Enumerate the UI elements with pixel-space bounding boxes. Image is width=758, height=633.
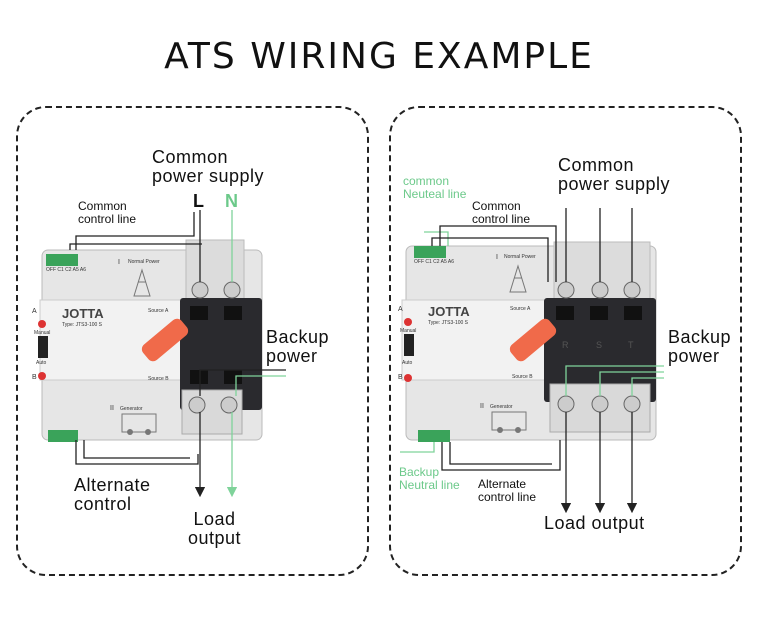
- left-manual: Manual: [34, 330, 51, 336]
- left-n-label: N: [225, 191, 239, 211]
- right-mark-i: I: [496, 254, 498, 261]
- right-common-control-line1: Common: [472, 199, 521, 213]
- right-backup-neutral-label: Backup Neutral line: [399, 466, 460, 491]
- left-terminal-label: OFF C1 C2 A5 A6: [46, 267, 87, 273]
- right-backup-power-line2: power: [668, 345, 720, 366]
- left-mark-a: A: [32, 308, 37, 315]
- left-alternate-control-line2: control: [74, 493, 132, 514]
- right-ats-device: [401, 241, 657, 442]
- left-load-output-label: Load output: [188, 510, 241, 548]
- left-mark-b: B: [32, 374, 37, 381]
- right-common-neutral-line2: Neuteal line: [403, 186, 467, 201]
- right-common-neutral-line1: common: [403, 174, 450, 188]
- left-common-control-label: Common control line: [78, 200, 136, 225]
- left-common-control-line1: Common: [78, 199, 127, 213]
- left-backup-power-line2: power: [266, 345, 318, 366]
- right-phase-t: T: [628, 340, 634, 350]
- right-common-control-label: Common control line: [472, 200, 530, 225]
- left-common-supply-line1: Common: [152, 147, 229, 167]
- left-ats-device: [38, 239, 263, 442]
- right-common-supply-line2: power supply: [558, 173, 671, 194]
- left-switch-handle: [141, 318, 189, 362]
- right-phase-r: R: [562, 340, 569, 350]
- right-auto: Auto: [402, 360, 413, 366]
- right-mark-a: A: [398, 306, 403, 313]
- left-common-supply-line2: power supply: [152, 165, 265, 186]
- right-brand: JOTTA: [428, 304, 470, 319]
- right-backup-neutral-line2: Neutral line: [399, 477, 460, 492]
- right-panel: [389, 106, 742, 576]
- right-alternate-control-line1: Alternate: [478, 477, 527, 491]
- right-manual: Manual: [400, 328, 417, 334]
- right-alternate-control-line2: control line: [478, 489, 537, 504]
- left-alternate-control-label: Alternate control: [74, 476, 151, 514]
- left-normal-power: Normal Power: [128, 259, 160, 265]
- right-normal-power: Normal Power: [504, 254, 536, 260]
- generator-icon: [491, 411, 527, 433]
- right-phase-s: S: [596, 340, 603, 350]
- left-wires: [69, 210, 286, 498]
- left-panel: [16, 106, 369, 576]
- left-mark-ii: II: [110, 405, 114, 412]
- left-model: Type: JTS3-100 S: [62, 322, 103, 328]
- left-mark-i: I: [118, 259, 120, 266]
- left-backup-power-label: Backup power: [266, 328, 329, 366]
- left-generator: Generator: [120, 406, 143, 412]
- right-backup-power-label: Backup power: [668, 328, 731, 366]
- left-source-b: Source B: [148, 376, 169, 382]
- tower-icon: [509, 264, 527, 293]
- left-load-output-line1: Load: [193, 509, 236, 529]
- page-title: ATS WIRING EXAMPLE: [164, 36, 594, 77]
- left-common-control-line2: control line: [78, 211, 137, 226]
- generator-icon: [121, 413, 157, 435]
- left-backup-power-line1: Backup: [266, 327, 330, 347]
- right-load-output-label: Load output: [544, 513, 645, 533]
- left-common-supply-label: Common power supply: [152, 148, 264, 186]
- left-auto: Auto: [36, 360, 47, 366]
- left-load-output-line2: output: [188, 527, 242, 548]
- right-switch-handle: [509, 318, 557, 362]
- right-common-supply-line1: Common: [558, 155, 635, 175]
- right-common-control-line2: control line: [472, 211, 531, 226]
- right-mark-b: B: [398, 374, 403, 381]
- right-wires: [400, 208, 664, 514]
- right-mark-ii: II: [480, 403, 484, 410]
- left-l-label: L: [193, 191, 205, 211]
- right-common-supply-label: Common power supply: [558, 156, 670, 194]
- right-source-a: Source A: [510, 306, 531, 312]
- right-source-b: Source B: [512, 374, 533, 380]
- right-generator: Generator: [490, 404, 513, 410]
- right-terminal-label: OFF C1 C2 A5 A6: [414, 259, 455, 265]
- left-source-a: Source A: [148, 308, 169, 314]
- right-model: Type: JTS3-100 S: [428, 320, 469, 326]
- left-alternate-control-line1: Alternate: [74, 475, 151, 495]
- left-brand: JOTTA: [62, 306, 104, 321]
- tower-icon: [133, 268, 151, 297]
- right-backup-neutral-line1: Backup: [399, 465, 440, 479]
- right-common-neutral-label: common Neuteal line: [403, 175, 466, 200]
- right-alternate-control-label: Alternate control line: [478, 478, 536, 503]
- right-backup-power-line1: Backup: [668, 327, 732, 347]
